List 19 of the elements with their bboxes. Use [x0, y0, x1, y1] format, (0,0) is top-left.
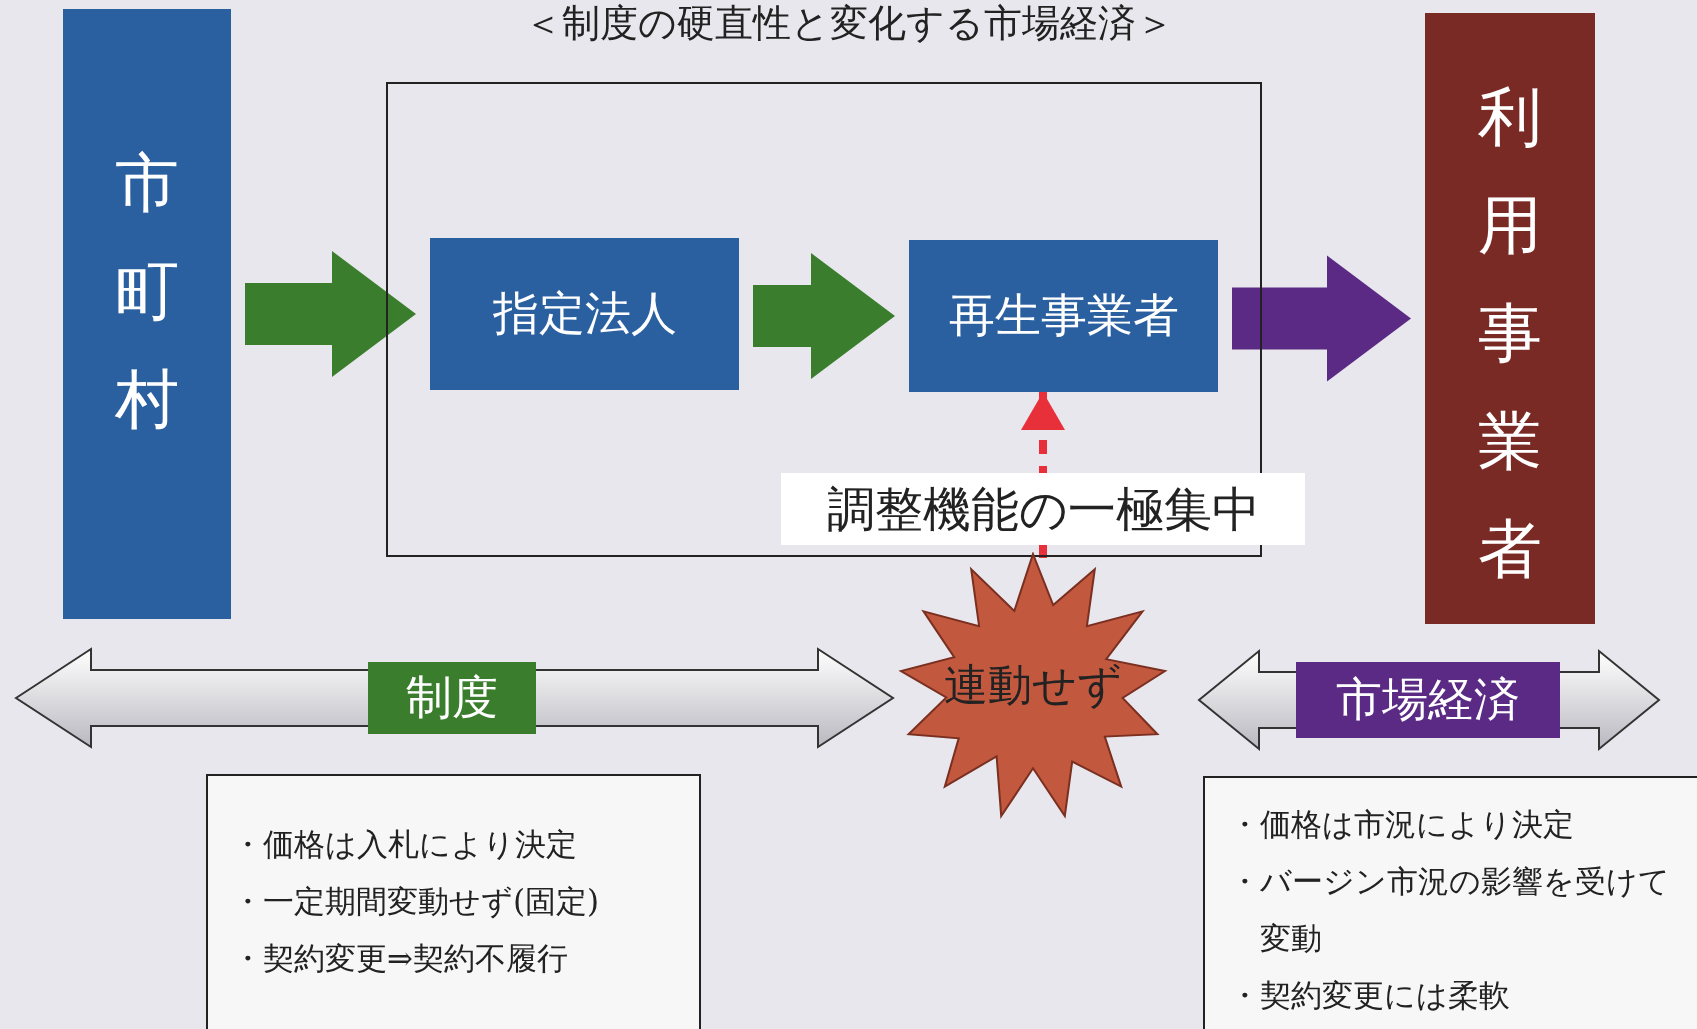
- bullet-text: ・バージン市況の影響を受けて変動: [1229, 862, 1671, 958]
- arrow: [753, 253, 895, 379]
- bullet-text: ・契約変更⇒契約不履行: [232, 939, 569, 978]
- label-box: 制度: [368, 662, 536, 734]
- bullet-text: ・一定期間変動せず(固定): [232, 882, 601, 921]
- label-box: 市場経済: [1296, 662, 1560, 738]
- title: ＜制度の硬直性と変化する市場経済＞: [522, 0, 1175, 46]
- arrow: [1232, 255, 1411, 382]
- arrow: [245, 251, 416, 377]
- process-box: 再生事業者: [909, 240, 1218, 392]
- edge-label: 調整機能の一極集中: [781, 473, 1305, 545]
- burst-label: 連動せず: [943, 658, 1123, 712]
- vertical-bar: 市町村: [63, 9, 231, 619]
- bullet-text: ・契約変更には柔軟: [1229, 976, 1511, 1015]
- frame-box: [386, 82, 1262, 557]
- bullet-text: ・価格は市況により決定: [1229, 805, 1575, 844]
- vertical-bar: 利用事業者: [1425, 13, 1595, 624]
- process-box: 指定法人: [430, 238, 739, 390]
- bullet-text: ・価格は入札により決定: [232, 825, 578, 864]
